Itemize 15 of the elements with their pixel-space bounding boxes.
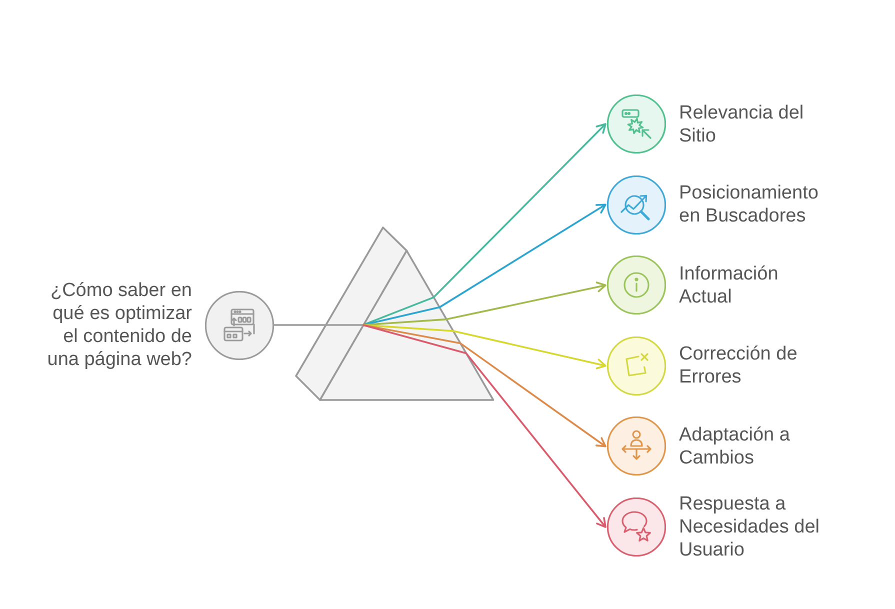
topic-label: Corrección de Errores (679, 342, 798, 389)
topic-label: Adaptación a Cambios (679, 423, 791, 470)
arrow (362, 204, 606, 326)
topic-label: Información Actual (679, 262, 780, 308)
prism-drawing (294, 225, 496, 403)
topic-label: Relevancia del Sitio (679, 101, 805, 147)
question-text: ¿Cómo saber en qué es optimizar el contenido de una página web? (46, 279, 192, 371)
topic-label: Posicionamiento en Buscadores (679, 182, 820, 228)
arrow (362, 324, 606, 448)
topic-label: Respuesta a Necesidades del Usuario (679, 492, 820, 562)
arrow (362, 324, 606, 528)
connector-line (274, 324, 363, 326)
arrow (362, 123, 606, 326)
arrow (362, 324, 606, 370)
arrow (362, 282, 606, 326)
